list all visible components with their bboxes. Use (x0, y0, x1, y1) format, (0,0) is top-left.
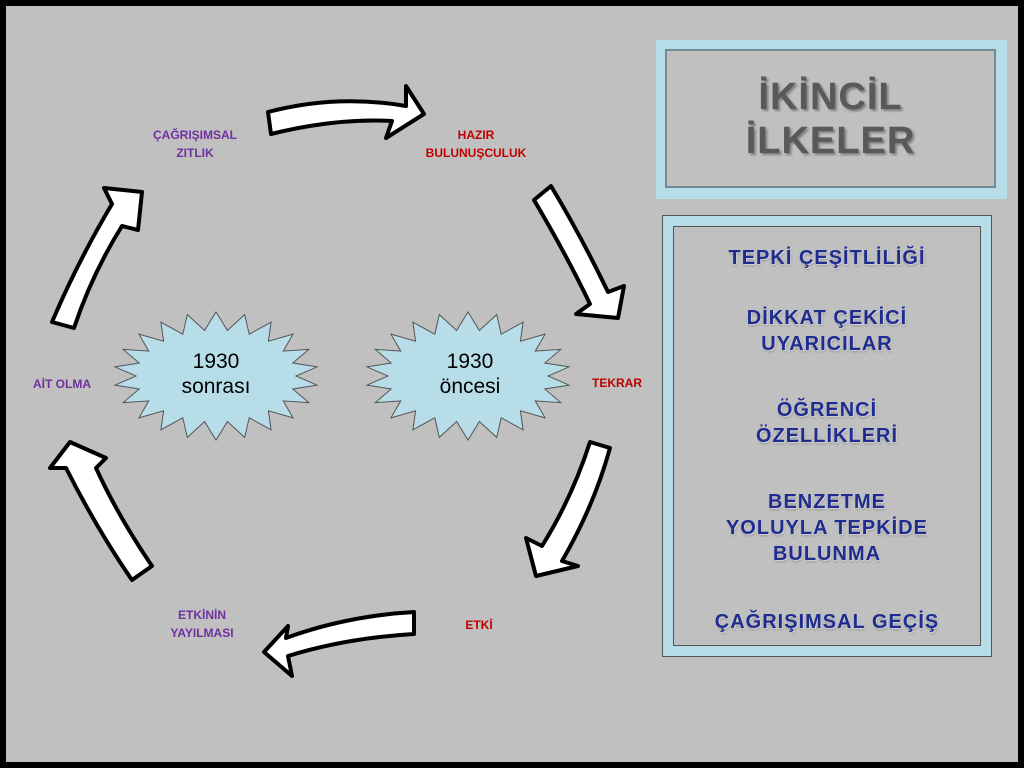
principles-panel: TEPKİ ÇEŞİTLİLİĞİ DİKKAT ÇEKİCİ UYARICIL… (673, 226, 981, 646)
label-ait-olma: AİT OLMA (33, 377, 91, 391)
principle-item: ÖĞRENCİ ÖZELLİKLERİ (755, 399, 899, 447)
label-etki: ETKİ (465, 618, 493, 632)
title-text: İKİNCİL İLKELER (745, 75, 916, 162)
arrow-bottom (262, 610, 416, 678)
principle-item: TEPKİ ÇEŞİTLİLİĞİ (728, 247, 926, 269)
label-etkinin-yayilmasi: ETKİNİN YAYILMASI (170, 608, 234, 640)
title-panel: İKİNCİL İLKELER (665, 49, 996, 188)
principles-box: TEPKİ ÇEŞİTLİLİĞİ DİKKAT ÇEKİCİ UYARICIL… (662, 215, 992, 657)
star-right-text: 1930 öncesi (439, 350, 501, 398)
starburst-right (365, 311, 571, 441)
principle-item: ÇAĞRIŞIMSAL GEÇİŞ (714, 611, 940, 633)
title-box: İKİNCİL İLKELER (656, 40, 1007, 199)
slide: ÇAĞRIŞIMSAL ZITLIK HAZIR BULUNUŞCULUK TE… (6, 6, 1018, 762)
star-left-text: 1930 sonrası (181, 350, 251, 398)
arrow-lower-right (524, 440, 612, 578)
principle-item: DİKKAT ÇEKİCİ UYARICILAR (746, 307, 908, 355)
starburst-left (113, 311, 319, 441)
arrow-lower-left (48, 440, 154, 582)
arrow-upper-left (50, 186, 144, 330)
arrow-upper-right (532, 184, 626, 320)
label-cagrisimsal-zitlik: ÇAĞRIŞIMSAL ZITLIK (153, 128, 237, 160)
label-hazir-bulunusculuk: HAZIR BULUNUŞCULUK (425, 128, 527, 160)
arrow-top (266, 84, 426, 140)
principle-item: BENZETME YOLUYLA TEPKİDE BULUNMA (725, 491, 929, 565)
label-tekrar: TEKRAR (592, 376, 642, 390)
cycle-diagram (48, 84, 626, 678)
